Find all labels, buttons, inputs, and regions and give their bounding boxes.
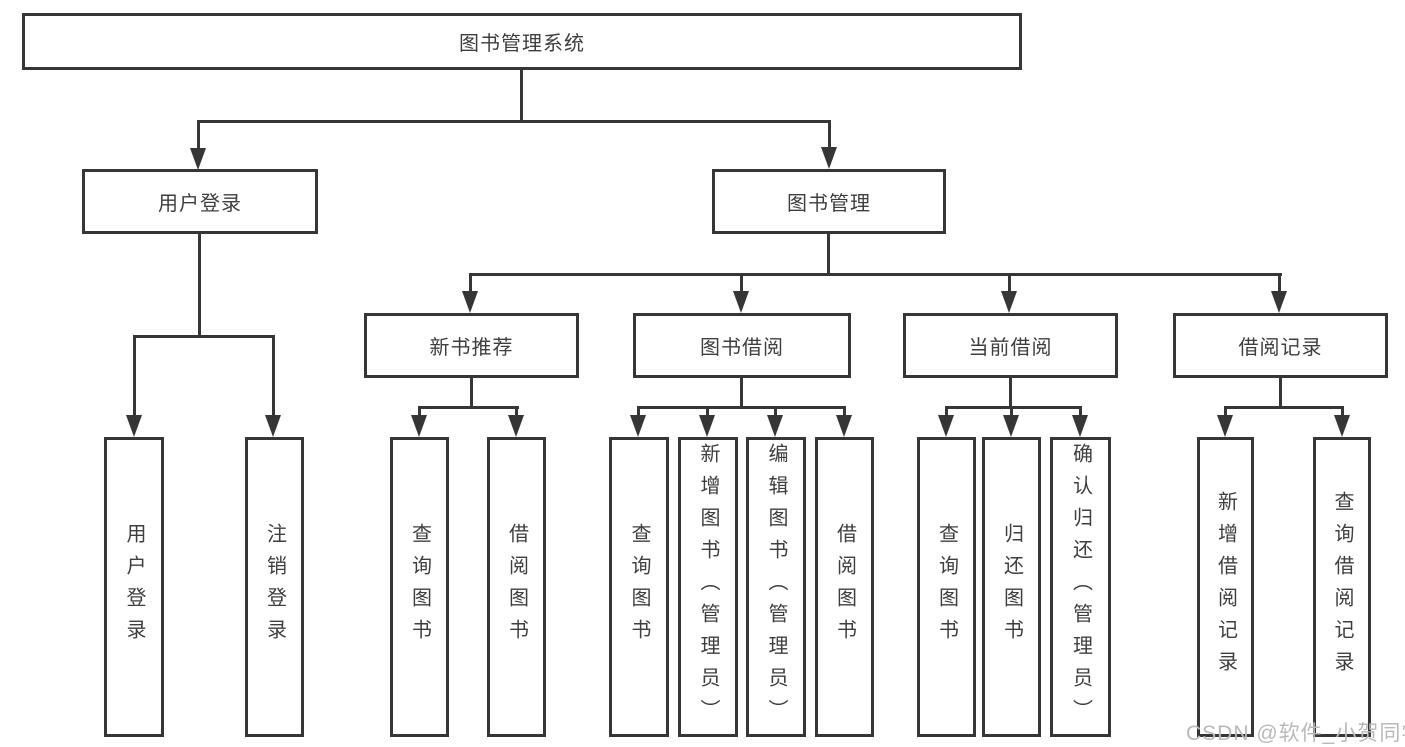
arrow-down-icon [699,415,715,437]
arrow-down-icon [411,415,427,437]
connector-line [1008,273,1011,293]
node-label: 查询图书 [408,523,431,651]
connector-line [418,406,421,418]
arrow-down-icon [938,415,954,437]
leaf-user-login: 用户登录 [104,437,164,737]
connector-line [1224,406,1344,409]
connector-line [133,335,136,417]
leaf-query-books-1: 查询图书 [390,437,449,737]
node-label: 查询图书 [628,523,650,651]
connector-line [945,406,1082,409]
arrow-down-icon [190,148,206,170]
node-label: 当前借阅 [968,337,1053,359]
connector-line [1009,377,1012,409]
connector-line [1079,406,1082,418]
connector-line [637,406,640,418]
leaf-add-borrow-record: 新增借阅记录 [1197,437,1254,737]
node-label: 归还图书 [1000,523,1023,651]
connector-line [843,406,846,418]
leaf-confirm-return-admin: 确认归还（管理员） [1050,437,1111,737]
connector-line [197,120,831,123]
connector-line [740,273,743,293]
node-label: 新增图书（管理员） [697,443,719,731]
connector-line [945,406,948,418]
arrow-down-icon [733,291,749,313]
connector-line [827,233,830,276]
leaf-query-books-3: 查询图书 [917,437,976,737]
connector-line [520,68,523,123]
node-borrow-records: 借阅记录 [1173,313,1388,378]
node-label: 编辑图书（管理员） [765,443,787,731]
connector-line [198,233,201,337]
arrow-down-icon [767,415,783,437]
connector-line [774,406,777,418]
connector-line [470,377,473,409]
arrow-down-icon [836,415,852,437]
connector-line [133,335,275,338]
arrow-down-icon [1271,291,1287,313]
arrow-down-icon [821,147,837,169]
connector-line [469,273,1282,276]
connector-line [637,406,846,409]
connector-line [272,335,275,417]
leaf-return-books: 归还图书 [982,437,1041,737]
node-book-borrow: 图书借阅 [633,313,851,378]
node-label: 图书管理 [787,193,871,215]
node-label: 图书管理系统 [459,33,585,55]
node-label: 查询图书 [935,523,958,651]
connector-line [1010,406,1013,418]
arrow-down-icon [1334,415,1350,437]
leaf-query-borrow-record: 查询借阅记录 [1313,437,1371,737]
node-label: 图书借阅 [700,337,784,359]
leaf-add-books-admin: 新增图书（管理员） [678,437,738,737]
arrow-down-icon [508,415,524,437]
node-label: 借阅图书 [833,523,856,651]
node-label: 用户登录 [123,523,145,651]
node-label: 注销登录 [263,523,286,651]
node-label: 用户登录 [158,193,242,215]
connector-line [740,377,743,409]
arrow-down-icon [630,415,646,437]
node-label: 借阅记录 [1238,337,1323,359]
node-label: 新书推荐 [429,337,514,359]
node-label: 查询借阅记录 [1331,491,1353,683]
arrow-down-icon [1072,415,1088,437]
node-user-login: 用户登录 [82,169,318,234]
node-label: 新增借阅记录 [1214,491,1237,683]
connector-line [515,406,518,418]
connector-line [1278,273,1281,293]
node-new-book-recommend: 新书推荐 [364,313,579,378]
connector-line [1279,377,1282,409]
node-current-borrow: 当前借阅 [903,313,1118,378]
arrow-down-icon [126,415,142,437]
arrow-down-icon [1217,415,1233,437]
arrow-down-icon [1003,415,1019,437]
leaf-borrow-books-2: 借阅图书 [815,437,874,737]
connector-line [828,120,831,151]
connector-line [418,406,519,409]
arrow-down-icon [1001,291,1017,313]
node-root: 图书管理系统 [22,13,1022,70]
connector-line [197,120,200,152]
node-label: 确认归还（管理员） [1069,443,1092,731]
leaf-logout: 注销登录 [245,437,304,737]
watermark-text: CSDN @软件_小贺同学 [1186,722,1405,745]
leaf-query-books-2: 查询图书 [609,437,669,737]
connector-line [706,406,709,418]
arrow-down-icon [265,415,281,437]
leaf-edit-books-admin: 编辑图书（管理员） [746,437,806,737]
arrow-down-icon [462,291,478,313]
connector-line [1341,406,1344,418]
leaf-borrow-books-1: 借阅图书 [487,437,546,737]
node-book-management: 图书管理 [712,169,946,234]
connector-line [469,273,472,293]
connector-line [1224,406,1227,418]
node-label: 借阅图书 [505,523,528,651]
